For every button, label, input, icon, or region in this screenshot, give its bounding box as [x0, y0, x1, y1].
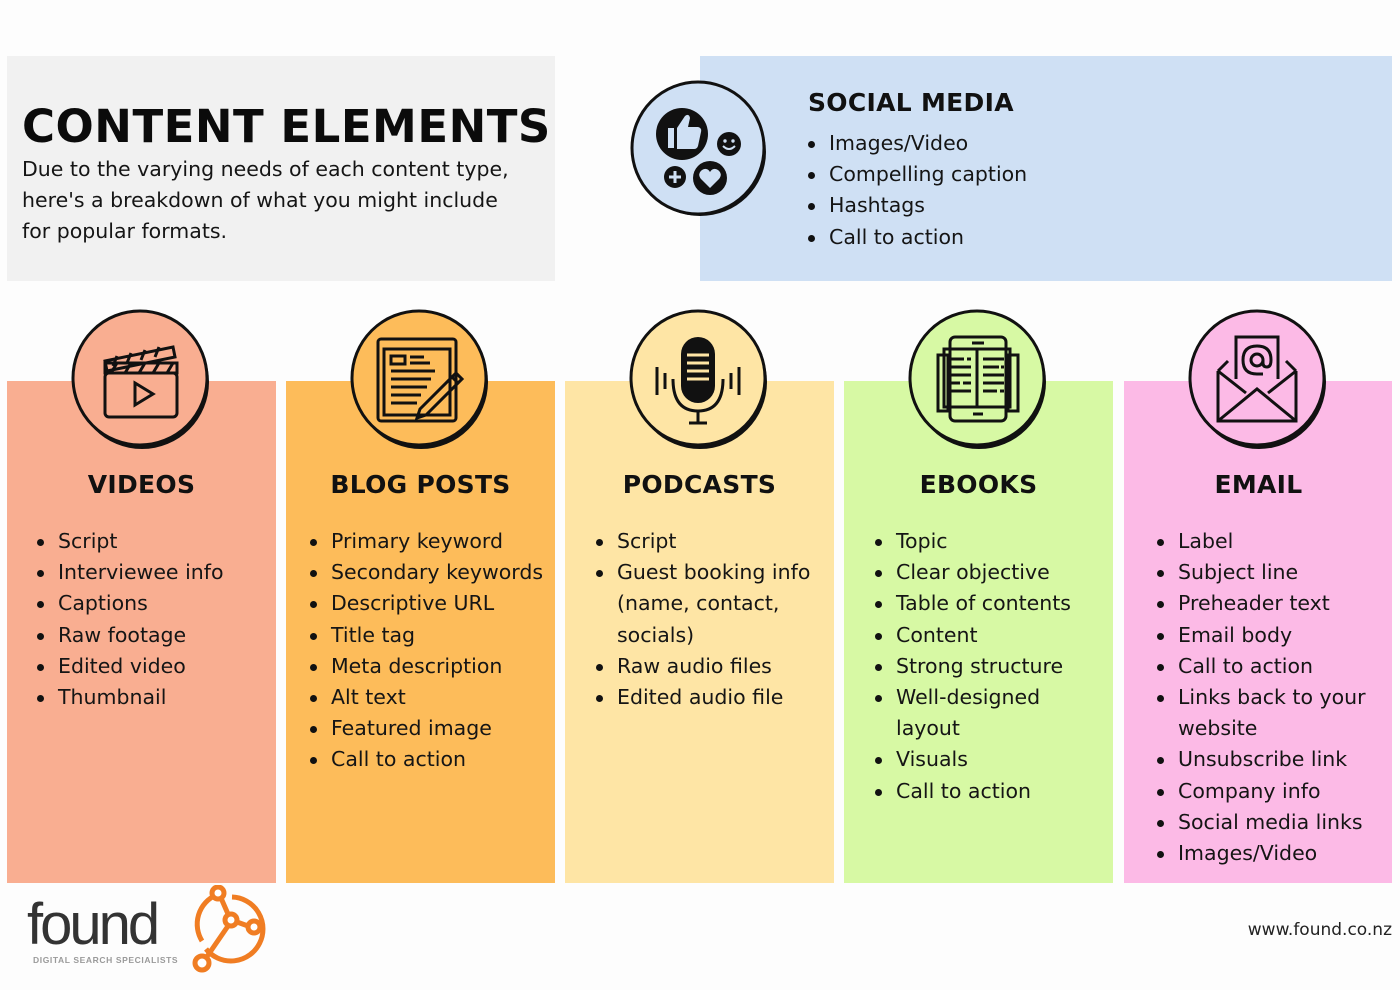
ebooks-panel	[844, 381, 1113, 883]
list-item: Content	[875, 620, 1071, 651]
list-item: Company info	[1157, 776, 1366, 807]
list-item: Script	[596, 526, 810, 557]
videos-list: Script Interviewee info Captions Raw foo…	[37, 526, 224, 713]
list-item: Descriptive URL	[310, 588, 543, 619]
videos-title: VIDEOS	[87, 470, 196, 499]
found-logo[interactable]: found DIGITAL SEARCH SPECIALISTS	[22, 885, 277, 977]
videos-panel	[7, 381, 276, 883]
list-item: Call to action	[808, 222, 1027, 253]
list-item: Raw footage	[37, 620, 224, 651]
list-item: Guest booking info	[596, 557, 810, 588]
ebooks-title: EBOOKS	[919, 470, 1038, 499]
email-list: Label Subject line Preheader text Email …	[1157, 526, 1366, 869]
blog-posts-list: Primary keyword Secondary keywords Descr…	[310, 526, 543, 776]
blog-posts-title: BLOG POSTS	[330, 470, 511, 499]
list-item: Primary keyword	[310, 526, 543, 557]
list-item: Thumbnail	[37, 682, 224, 713]
list-item: Raw audio files	[596, 651, 810, 682]
list-item: Hashtags	[808, 190, 1027, 221]
logo-wordmark: found	[27, 892, 160, 957]
blog-posts-panel	[286, 381, 555, 883]
list-item: Featured image	[310, 713, 543, 744]
article-pencil-icon	[350, 309, 490, 451]
list-item: Visuals	[875, 744, 1071, 775]
podcasts-title: PODCASTS	[622, 470, 777, 499]
clapperboard-icon	[71, 309, 211, 451]
list-item: Call to action	[875, 776, 1071, 807]
list-item: Label	[1157, 526, 1366, 557]
logo-tagline: DIGITAL SEARCH SPECIALISTS	[33, 955, 179, 965]
list-item: Unsubscribe link	[1157, 744, 1366, 775]
envelope-at-icon	[1188, 309, 1328, 451]
list-item: Call to action	[310, 744, 543, 775]
podcasts-panel	[565, 381, 834, 883]
list-item: Alt text	[310, 682, 543, 713]
list-item: Meta description	[310, 651, 543, 682]
podcasts-list: Script Guest booking info (name, contact…	[596, 526, 810, 713]
list-item: Social media links	[1157, 807, 1366, 838]
list-item: Links back to your	[1157, 682, 1366, 713]
email-panel	[1124, 381, 1392, 883]
list-item-continuation: socials)	[617, 622, 695, 647]
list-item: Title tag	[310, 620, 543, 651]
page-title: CONTENT ELEMENTS	[22, 100, 551, 153]
ebooks-list: Topic Clear objective Table of contents …	[875, 526, 1071, 807]
network-node-icon	[192, 885, 266, 973]
list-item: Script	[37, 526, 224, 557]
list-item: Secondary keywords	[310, 557, 543, 588]
email-title: EMAIL	[1214, 470, 1303, 499]
list-item: Well-designed	[875, 682, 1071, 713]
list-item: Images/Video	[808, 128, 1027, 159]
list-item: Images/Video	[1157, 838, 1366, 869]
list-item: Preheader text	[1157, 588, 1366, 619]
list-item: Email body	[1157, 620, 1366, 651]
list-item: Clear objective	[875, 557, 1071, 588]
ebook-tablet-icon	[908, 309, 1048, 451]
list-item: Edited video	[37, 651, 224, 682]
list-item-continuation: layout	[896, 716, 960, 741]
list-item: Table of contents	[875, 588, 1071, 619]
social-media-list: Images/Video Compelling caption Hashtags…	[808, 128, 1027, 253]
list-item: Captions	[37, 588, 224, 619]
social-media-title: SOCIAL MEDIA	[808, 88, 1014, 117]
list-item: Call to action	[1157, 651, 1366, 682]
list-item-continuation: (name, contact,	[617, 591, 780, 616]
social-reactions-icon	[630, 80, 768, 218]
list-item: Topic	[875, 526, 1071, 557]
header-panel: CONTENT ELEMENTS Due to the varying need…	[7, 56, 555, 281]
microphone-icon	[629, 309, 769, 451]
list-item: Strong structure	[875, 651, 1071, 682]
list-item-continuation: website	[1178, 716, 1258, 741]
social-media-panel	[700, 56, 1392, 281]
website-link[interactable]: www.found.co.nz	[1247, 920, 1392, 940]
list-item: Subject line	[1157, 557, 1366, 588]
list-item: Edited audio file	[596, 682, 810, 713]
list-item: Compelling caption	[808, 159, 1027, 190]
page-description: Due to the varying needs of each content…	[22, 157, 509, 243]
list-item: Interviewee info	[37, 557, 224, 588]
